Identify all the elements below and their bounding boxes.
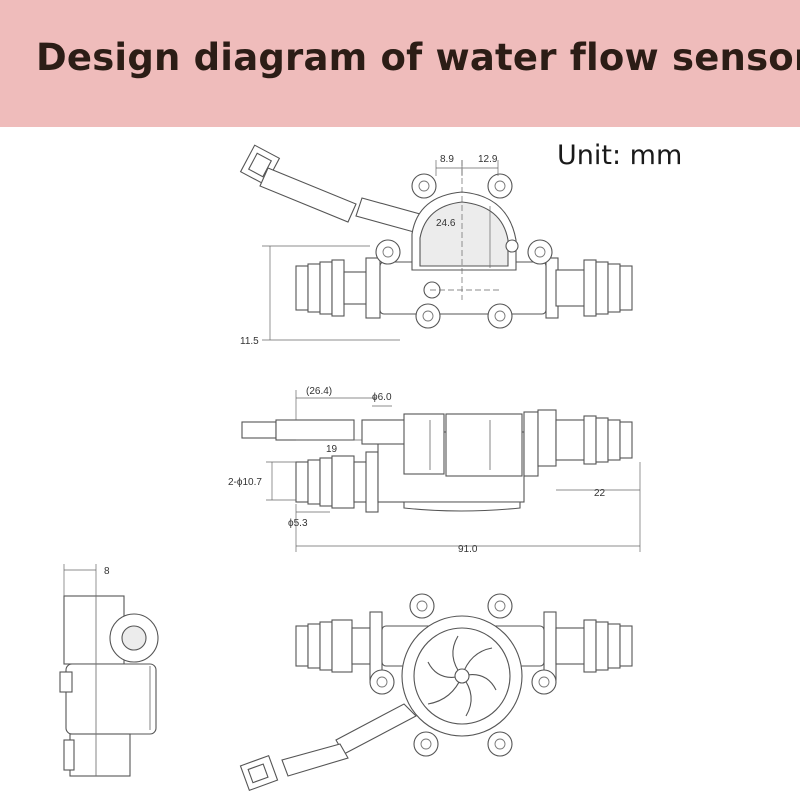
- unit-label: Unit: mm: [557, 140, 683, 171]
- side-dim-phi-6-0: ϕ6.0: [372, 392, 392, 403]
- side-dim-22: 22: [594, 488, 606, 499]
- top-view-connector: [239, 144, 421, 233]
- side-dim-19: 19: [326, 444, 338, 455]
- title-banner: [0, 0, 800, 127]
- end-view: 8: [59, 564, 159, 777]
- page-title: Design diagram of water flow sensor: [36, 36, 800, 79]
- side-dim-phi-5-3: ϕ5.3: [288, 518, 308, 529]
- impeller: [427, 635, 497, 717]
- side-view-connector: [241, 419, 355, 441]
- top-view-left-nozzle: [295, 257, 381, 319]
- front-view-mounting-ears: [369, 593, 557, 757]
- side-dim-26-4: (26.4): [306, 386, 332, 397]
- side-view: (26.4) ϕ6.0 19 2-ϕ10.7 ϕ5.3 22 91.0: [228, 386, 641, 555]
- front-view: [239, 593, 633, 792]
- front-view-connector: [239, 703, 417, 792]
- top-view-right-nozzle: [545, 257, 633, 319]
- top-dim-24-6: 24.6: [436, 218, 456, 229]
- side-dim-2-phi-10-7: 2-ϕ10.7: [228, 477, 262, 488]
- top-dim-8-9: 8.9: [440, 154, 454, 165]
- side-dim-91-0: 91.0: [458, 544, 478, 555]
- top-dim-12-9: 12.9: [478, 154, 498, 165]
- side-view-right-nozzle: [523, 409, 633, 477]
- front-view-right-nozzle: [543, 611, 633, 681]
- top-view-mounting-ears: [375, 173, 553, 329]
- top-view: 8.9 12.9 24.6 11.5: [239, 144, 633, 347]
- front-view-left-nozzle: [295, 611, 383, 681]
- top-dim-11-5: 11.5: [240, 336, 259, 347]
- end-dim-8: 8: [104, 566, 110, 577]
- side-view-left-nozzle: [295, 451, 379, 513]
